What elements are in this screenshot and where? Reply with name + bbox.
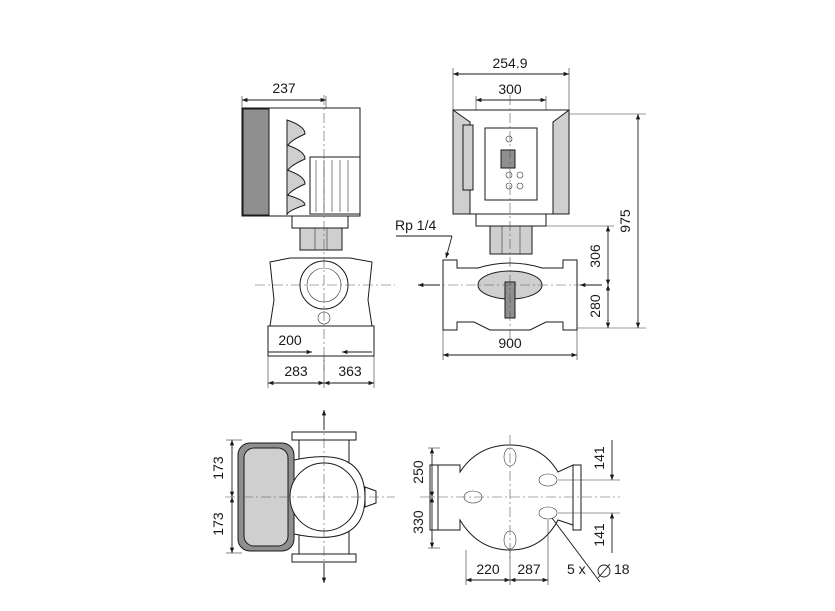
- dim-flange-lower: 330: [410, 510, 426, 534]
- dim-hole-upper: 141: [591, 446, 607, 470]
- front-view: 254.9 300 975 306 280 Rp 1/4 900: [395, 55, 646, 360]
- dim-side-offset: 200: [278, 332, 302, 348]
- top-view: 173 173: [210, 410, 395, 583]
- mount-hole: [538, 506, 558, 520]
- dim-side-left: 283: [284, 363, 308, 379]
- dim-front-overall: 254.9: [492, 55, 527, 71]
- dim-base-left: 220: [476, 561, 500, 577]
- dim-flange-upper: 250: [410, 460, 426, 484]
- side-view: 237 200 283 363: [241, 80, 395, 388]
- holes-count: 5 x: [567, 561, 586, 577]
- dim-hole-lower: 141: [591, 523, 607, 547]
- dim-height-total: 975: [617, 209, 633, 233]
- dim-height-upper: 306: [587, 244, 603, 268]
- dim-top-upper: 173: [210, 456, 226, 480]
- dim-top-lower: 173: [210, 512, 226, 536]
- dim-base-length: 900: [498, 335, 522, 351]
- holes-diameter: 18: [614, 561, 630, 577]
- dim-side-width: 237: [272, 80, 296, 96]
- diameter-icon: [597, 563, 611, 579]
- port-label: Rp 1/4: [395, 217, 436, 233]
- mount-hole: [538, 473, 558, 487]
- dim-base-right: 287: [517, 561, 541, 577]
- dim-side-right: 363: [338, 363, 362, 379]
- side-motor-fins: [286, 119, 306, 216]
- base-outline: [437, 444, 574, 551]
- dim-height-lower: 280: [587, 294, 603, 318]
- base-view: 250 330 141 141 220 287 5 x 18: [410, 435, 630, 585]
- dim-front-head: 300: [498, 81, 522, 97]
